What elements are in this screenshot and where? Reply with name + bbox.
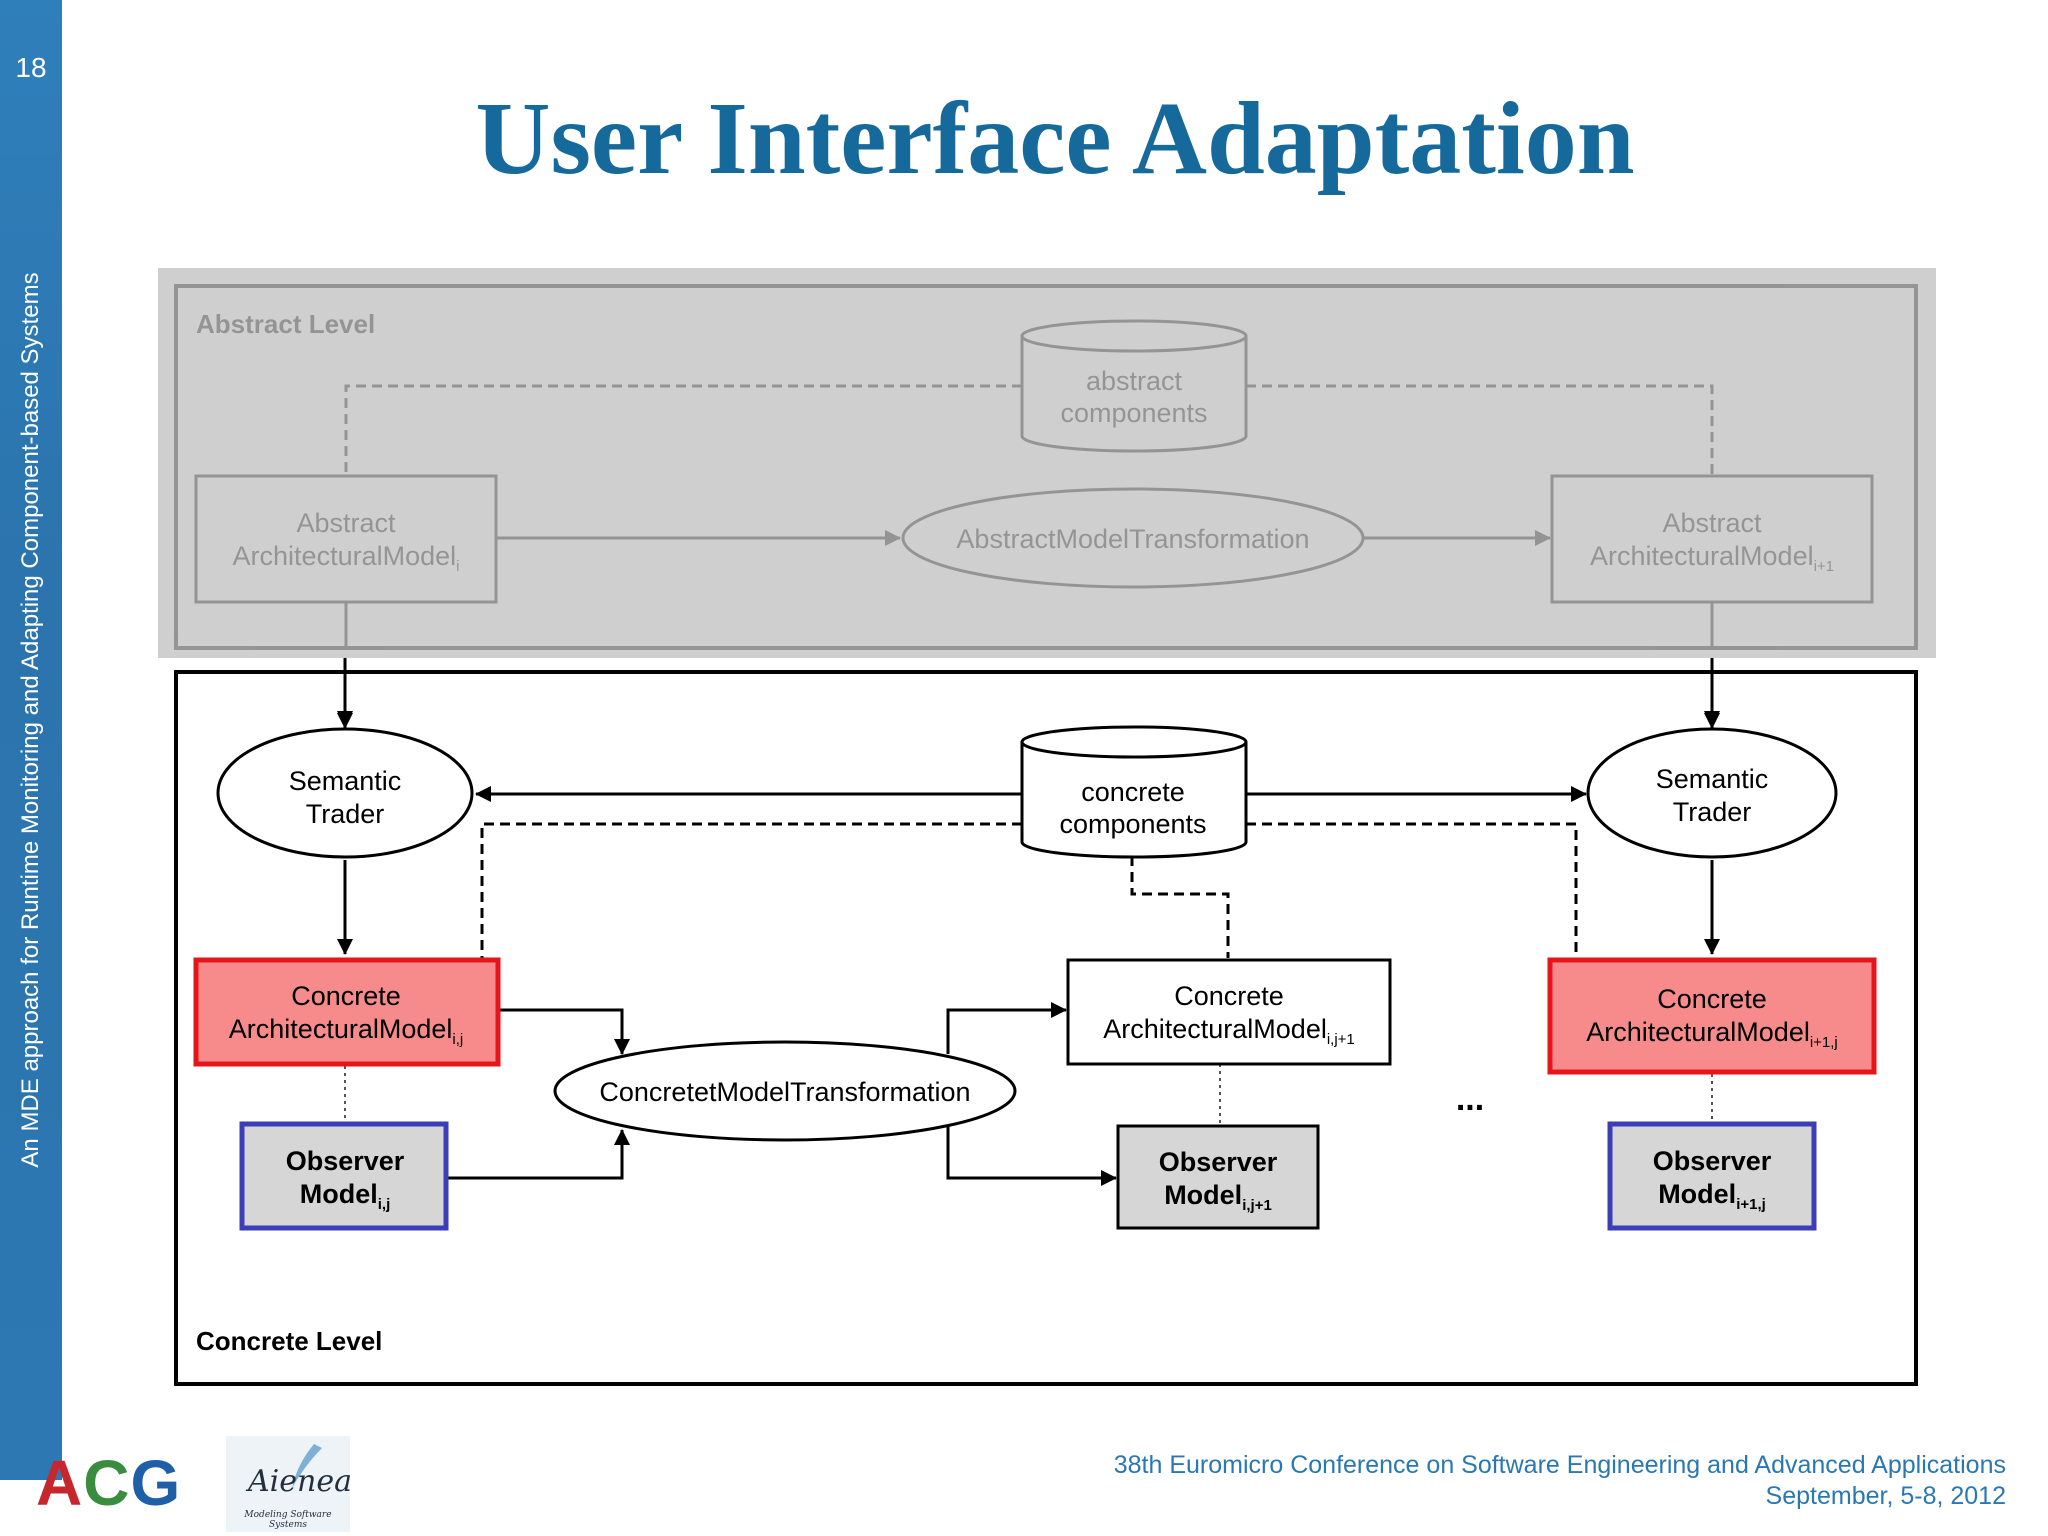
observer-model-right [1607,1121,1817,1231]
acg-logo-g: G [130,1447,182,1519]
aienea-swoosh-icon [292,1444,322,1488]
model-right-name: ArchitecturalModel [1586,1017,1810,1047]
footer-dates: September, 5-8, 2012 [1765,1482,2006,1510]
acg-logo: ACG [36,1446,181,1520]
page-title: User Interface Adaptation [475,81,1635,196]
acg-logo-c: C [83,1447,131,1519]
concrete-model-mid [1066,958,1392,1066]
abstract-left-line1: Abstract [296,508,396,538]
aienea-logo-tagline: Modeling Software Systems [244,1510,332,1530]
concrete-components-db [1020,725,1248,859]
abstract-db-line1: abstract [1086,366,1183,396]
model-left-name: ArchitecturalModel [229,1014,453,1044]
abstract-right-name: ArchitecturalModel [1590,541,1814,571]
abstract-left-line2: ArchitecturalModeli [233,541,460,575]
footer: 38th Euromicro Conference on Software En… [1114,1450,2006,1512]
abstract-model-right [1550,474,1874,604]
model-mid-line2: ArchitecturalModeli,j+1 [1103,1014,1355,1048]
observer-right-sub: i+1,j [1736,1196,1766,1213]
trader-right-line2: Trader [1673,797,1752,827]
abstract-right-line1: Abstract [1662,508,1762,538]
observer-mid-line1: Observer [1159,1147,1278,1177]
trader-left-line1: Semantic [289,766,402,796]
concrete-db-line2: components [1059,809,1206,839]
abstract-level-overlay [158,268,1936,658]
observer-right-name: Model [1658,1179,1736,1209]
aienea-logo-word: Aienea [248,1464,352,1499]
acg-logo-a: A [36,1447,84,1519]
model-left-sub: i,j [452,1031,463,1048]
observer-mid-line2: Modeli,j+1 [1164,1180,1272,1214]
concrete-level-label: Concrete Level [196,1326,382,1356]
semantic-trader-right [1586,727,1838,859]
observer-dotted-links [344,1064,1713,1124]
abstract-level-frame [174,284,1918,650]
trader-right-line1: Semantic [1656,764,1769,794]
concrete-transformation [553,1040,1017,1142]
abstract-left-sub: i [456,558,459,575]
footer-conference: 38th Euromicro Conference on Software En… [1113,1451,2006,1479]
observer-left-line1: Observer [286,1146,405,1176]
concrete-model-right [1547,957,1877,1075]
observer-left-line2: Modeli,j [300,1179,391,1213]
concrete-model-left [193,957,501,1067]
model-right-line1: Concrete [1657,984,1767,1014]
model-left-line1: Concrete [291,981,401,1011]
model-right-line2: ArchitecturalModeli+1,j [1586,1017,1838,1051]
abstract-left-name: ArchitecturalModel [233,541,457,571]
abstract-right-sub: i+1 [1814,558,1834,575]
ellipsis: ... [1456,1080,1484,1118]
model-mid-line1: Concrete [1174,981,1284,1011]
observer-model-mid [1116,1124,1320,1230]
model-mid-sub: i,j+1 [1327,1031,1355,1048]
model-mid-name: ArchitecturalModel [1103,1014,1327,1044]
sidebar-band [0,0,62,1480]
abstract-model-left [194,474,498,604]
semantic-trader-left [216,727,474,859]
abstract-db-line2: components [1060,398,1207,428]
abstract-level-label: Abstract Level [196,309,375,339]
model-right-sub: i+1,j [1810,1034,1838,1051]
abstract-transformation [901,487,1365,589]
concrete-db-line1: concrete [1081,777,1185,807]
observer-model-left [239,1121,449,1231]
observer-mid-sub: i,j+1 [1242,1197,1272,1214]
model-left-line2: ArchitecturalModeli,j [229,1014,463,1048]
observer-right-line1: Observer [1653,1146,1772,1176]
concrete-dashed-links [480,822,1578,958]
observer-mid-name: Model [1164,1180,1242,1210]
abstract-components-db [1020,319,1248,453]
concrete-transformation-label: ConcretetModelTransformation [599,1077,970,1107]
abstract-level: abstract components Abstract Architectur… [174,284,1918,650]
page-number: 18 [15,52,47,83]
aienea-logo: Aienea Modeling Software Systems [226,1436,352,1532]
observer-right-line2: Modeli+1,j [1658,1179,1766,1213]
observer-left-name: Model [300,1179,378,1209]
abstract-transformation-label: AbstractModelTransformation [956,524,1309,554]
abstract-right-line2: ArchitecturalModeli+1 [1590,541,1834,575]
trader-left-line2: Trader [306,799,385,829]
observer-left-sub: i,j [378,1196,391,1213]
